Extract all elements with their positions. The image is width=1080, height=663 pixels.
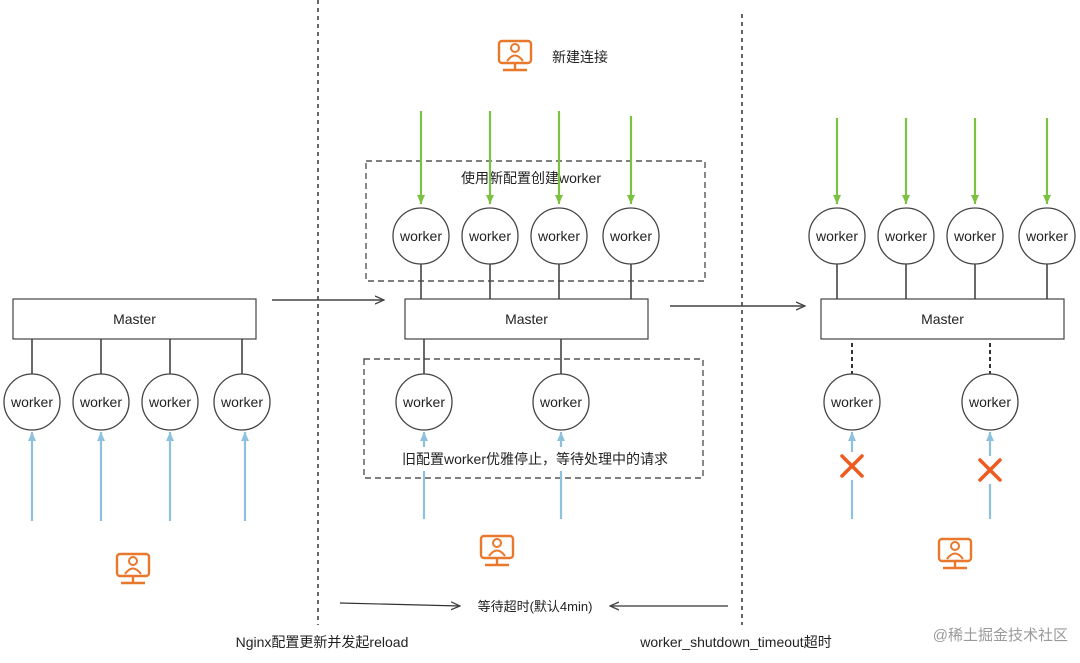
worker-label: worker <box>148 394 191 410</box>
worker-label: worker <box>10 394 53 410</box>
worker-node: worker <box>823 373 881 431</box>
worker-node: worker <box>877 207 935 265</box>
master-label: Master <box>505 311 548 327</box>
worker-label: worker <box>539 394 582 410</box>
worker-label: worker <box>399 228 442 244</box>
user-monitor-icon <box>115 552 151 585</box>
worker-node: worker <box>461 207 519 265</box>
worker-node: worker <box>213 373 271 431</box>
worker-label: worker <box>815 228 858 244</box>
worker-node: worker <box>961 373 1019 431</box>
wait-timeout-label: 等待超时(默认4min) <box>478 599 593 614</box>
worker-label: worker <box>1025 228 1068 244</box>
worker-node: worker <box>72 373 130 431</box>
worker-node: worker <box>530 207 588 265</box>
worker-node: worker <box>946 207 1004 265</box>
worker-node: worker <box>395 373 453 431</box>
master-box <box>404 298 649 340</box>
master-box <box>820 298 1065 340</box>
master-label: Master <box>113 311 156 327</box>
worker-node: worker <box>532 373 590 431</box>
user-monitor-icon <box>479 534 515 567</box>
watermark: @稀土掘金技术社区 <box>933 627 1068 644</box>
worker-label: worker <box>968 394 1011 410</box>
master-label: Master <box>921 311 964 327</box>
worker-node: worker <box>1018 207 1076 265</box>
worker-node: worker <box>392 207 450 265</box>
timeout-arrow-left <box>339 603 460 606</box>
worker-label: worker <box>609 228 652 244</box>
worker-label: worker <box>402 394 445 410</box>
worker-label: worker <box>537 228 580 244</box>
stage-1: Master worker worker worker worker <box>3 298 271 585</box>
new-connection-label: 新建连接 <box>552 49 608 65</box>
worker-label: worker <box>79 394 122 410</box>
timeout-caption: worker_shutdown_timeout超时 <box>639 634 831 650</box>
worker-node: worker <box>808 207 866 265</box>
label-backdrop <box>387 447 687 471</box>
reload-caption: Nginx配置更新并发起reload <box>236 634 409 650</box>
user-monitor-icon <box>497 39 533 72</box>
create-new-workers-label: 使用新配置创建worker <box>461 170 601 186</box>
worker-label: worker <box>468 228 511 244</box>
master-box <box>12 298 257 340</box>
worker-node: worker <box>602 207 660 265</box>
worker-label: worker <box>830 394 873 410</box>
worker-node: worker <box>141 373 199 431</box>
stage-2: 新建连接 使用新配置创建worker worker worker worker … <box>339 39 728 614</box>
worker-label: worker <box>884 228 927 244</box>
stage-3: worker worker worker worker Master worke… <box>808 118 1076 570</box>
worker-label: worker <box>220 394 263 410</box>
old-workers-graceful-stop-label: 旧配置worker优雅停止，等待处理中的请求 <box>402 451 668 467</box>
user-monitor-icon <box>937 537 973 570</box>
worker-label: worker <box>953 228 996 244</box>
worker-node: worker <box>3 373 61 431</box>
